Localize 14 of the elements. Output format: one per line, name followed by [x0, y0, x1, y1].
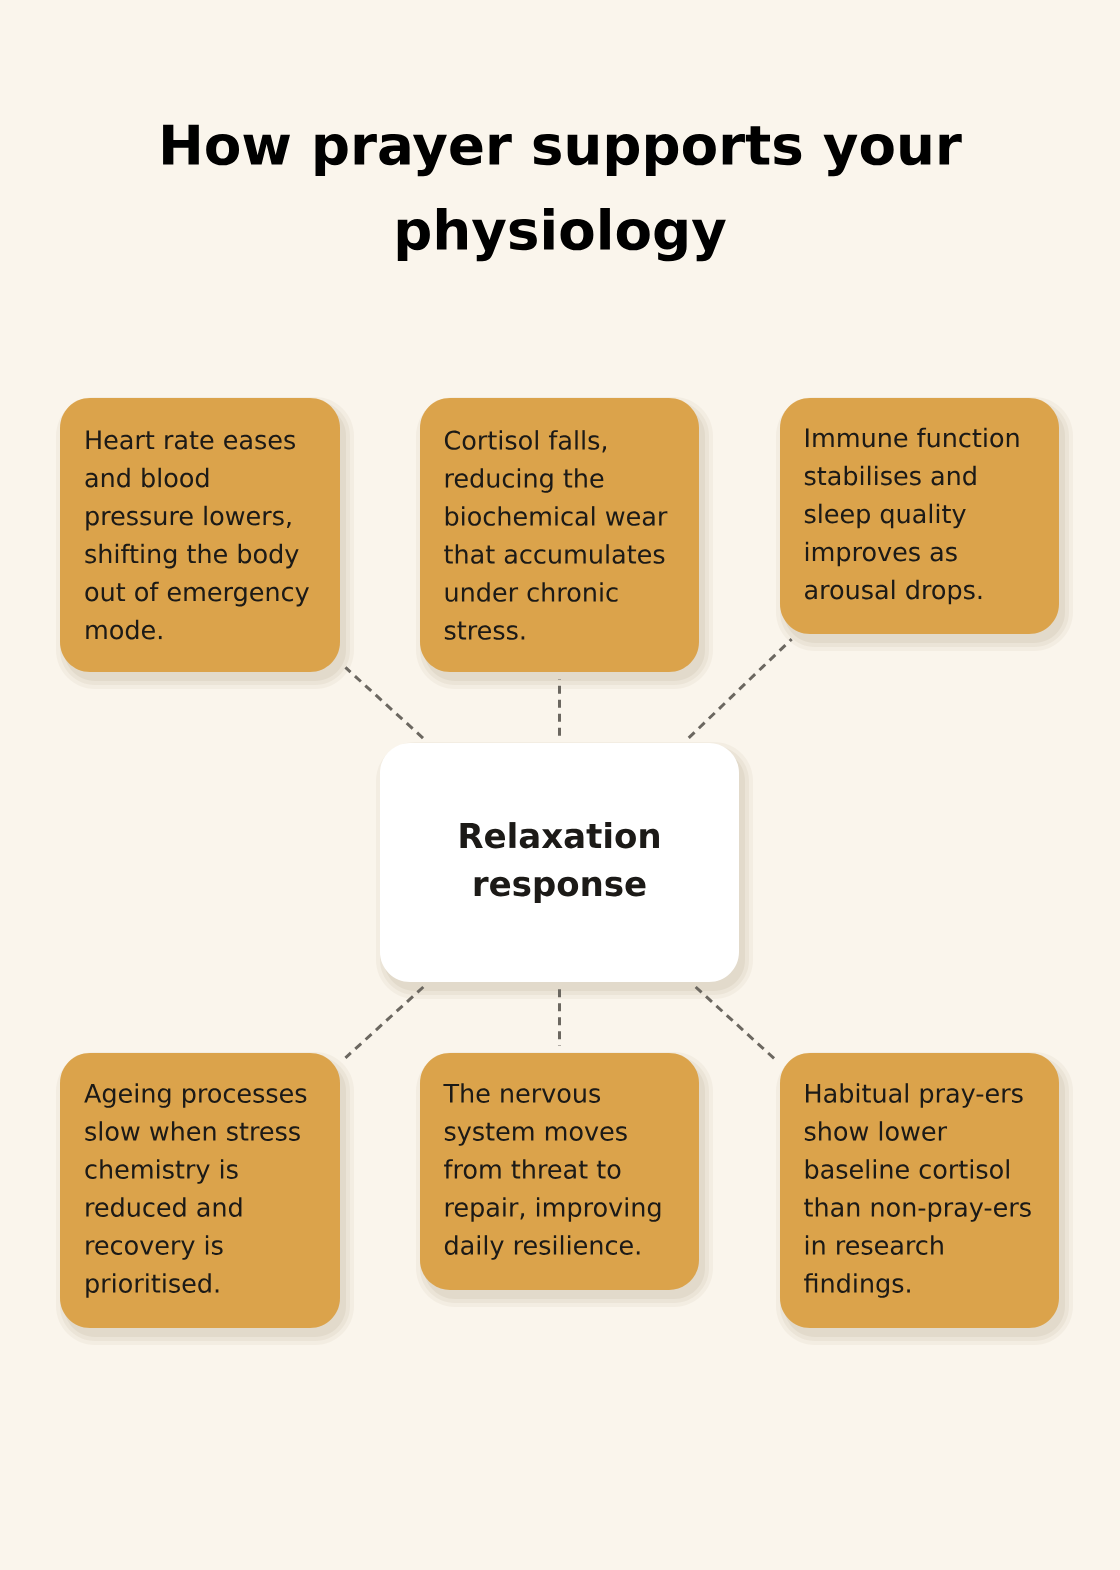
- info-box: Habitual pray-ers show lower baseline cortisol than non-pray-ers in research findings.: [780, 1053, 1059, 1328]
- info-box: Ageing processes slow when stress chemistry is reduced and recovery is prioritised.: [60, 1053, 340, 1328]
- dashed-connector: [344, 666, 424, 740]
- dashed-connector: [687, 638, 793, 739]
- dashed-connector: [344, 985, 425, 1059]
- info-box: Cortisol falls, reducing the biochemical wear that accumulates under chronic stress.: [420, 398, 699, 672]
- dashed-connector: [694, 985, 776, 1060]
- dashed-connector: [558, 679, 561, 736]
- title: How prayer supports your physiology: [163, 124, 962, 262]
- info-box: Heart rate eases and blood pressure lowers, shifting the body out of emergency mode.: [60, 398, 340, 672]
- info-box: Immune function stabilises and sleep quality improves as arousal drops.: [780, 398, 1059, 634]
- center-box: Relaxation response: [380, 743, 739, 982]
- info-box: The nervous system moves from threat to repair, improving daily resilience.: [420, 1053, 699, 1290]
- dashed-connector: [558, 989, 561, 1046]
